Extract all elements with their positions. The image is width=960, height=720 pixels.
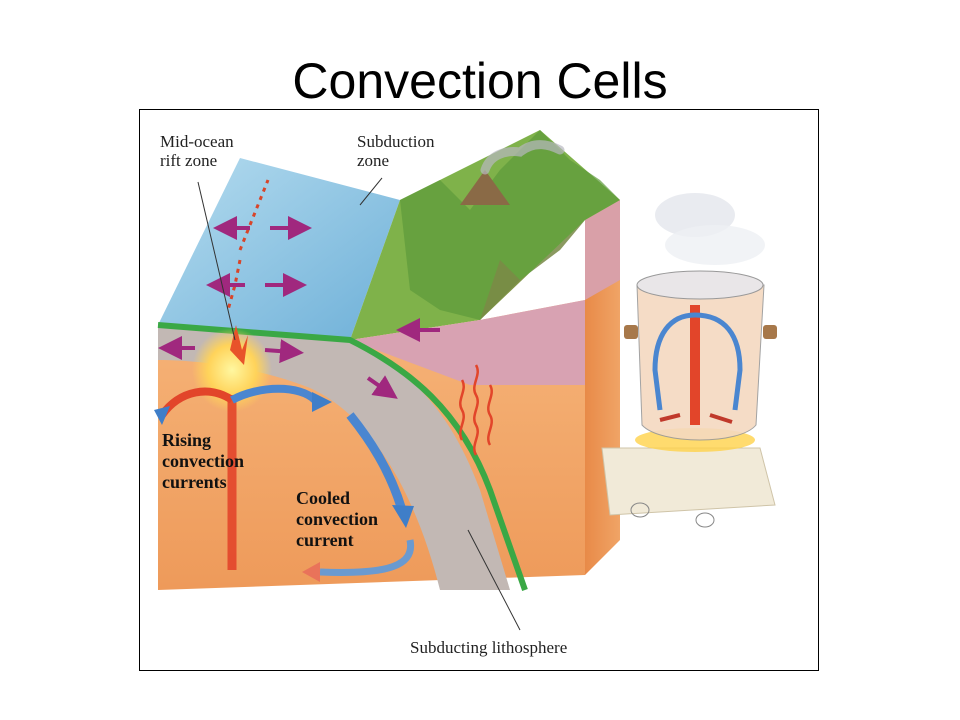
block-side-face [585,200,620,575]
plate-motion-arrows [158,216,440,399]
label-leader-lines [197,177,521,631]
subducting-plate-edge [157,322,528,591]
slide-title: Convection Cells [292,53,668,109]
rising-convection-label: Rising convection currents [162,430,244,492]
subducting-lithosphere-label: Subducting lithosphere [410,638,568,657]
mid-ocean-rift-label: Mid-ocean rift zone [160,132,234,170]
cooled-current-arrowhead [392,505,414,528]
rising-current-right-arrowhead [312,392,332,412]
boiling-pot-illustration [601,193,777,528]
subduction-zone-label: Subduction zone [357,132,435,170]
convection-illustration [154,130,777,631]
diagram-frame: Mid-ocean rift zone Subduction zone Risi… [139,109,819,671]
volcano-icon [460,170,510,205]
rising-current-left-arrowhead [154,406,170,425]
cooled-convection-label: Cooled convection current [296,488,378,550]
return-current-arrowhead [302,562,320,582]
stove-icon [601,447,776,516]
convection-arrows [154,364,493,582]
